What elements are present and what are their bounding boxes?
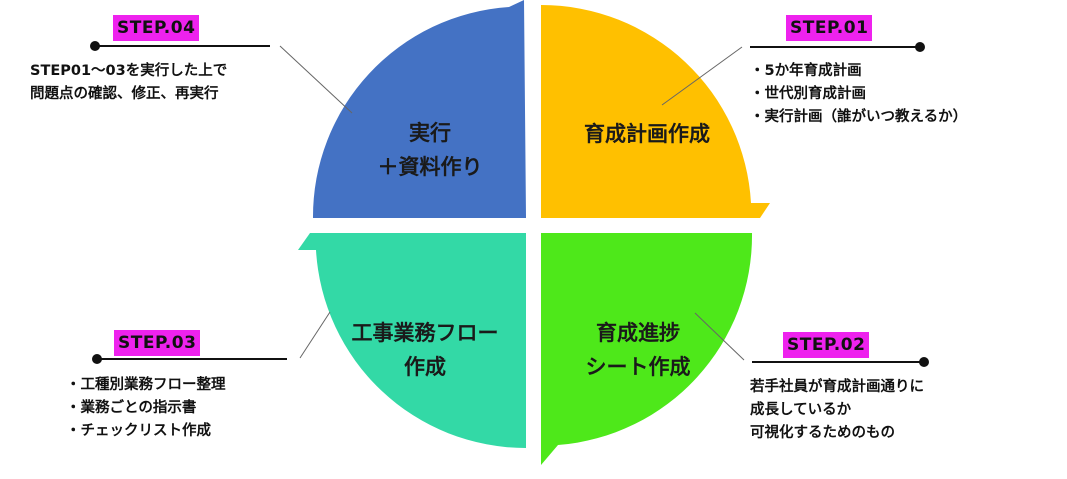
step3-dot [92, 354, 102, 364]
step4-line-1: STEP01～03を実行した上で [30, 63, 228, 79]
step2-line-2: 成長しているか [750, 402, 852, 418]
quadrant-q1-label: 育成計画作成 [552, 117, 742, 151]
quadrant-q3-label: 工事業務フロー 作成 [330, 316, 520, 384]
connector-s3-leader [299, 311, 331, 359]
quadrant-q4-line-1: 実行 [409, 121, 451, 145]
step3-description: ・工種別業務フロー整理 ・業務ごとの指示書 ・チェックリスト作成 [66, 374, 226, 443]
step3-line-3: ・チェックリスト作成 [66, 423, 211, 439]
quadrant-q3-shape [298, 233, 526, 449]
step1-description: ・5か年育成計画 ・世代別育成計画 ・実行計画（誰がいつ教えるか） [750, 60, 967, 129]
step3-line-1: ・工種別業務フロー整理 [66, 377, 226, 393]
step4-badge: STEP.04 [113, 15, 200, 41]
step2-description: 若手社員が育成計画通りに 成長しているか 可視化するためのもの [750, 376, 924, 445]
step2-line-3: 可視化するためのもの [750, 425, 895, 441]
quadrant-q4-line-2: ＋資料作り [377, 155, 483, 179]
step2-badge: STEP.02 [783, 332, 870, 358]
step3-line-2: ・業務ごとの指示書 [66, 400, 197, 416]
connector-s1-leader [661, 46, 743, 106]
step2-dot [919, 357, 929, 367]
quadrant-q1-line-1: 育成計画作成 [584, 122, 710, 146]
step1-line-3: ・実行計画（誰がいつ教えるか） [750, 109, 968, 125]
step1-line-1: ・5か年育成計画 [750, 63, 862, 79]
quadrant-q3-line-2: 作成 [404, 355, 446, 379]
quadrant-q4-label: 実行 ＋資料作り [340, 116, 520, 184]
step2-line-1: 若手社員が育成計画通りに [750, 379, 924, 395]
step1-line-2: ・世代別育成計画 [750, 86, 866, 102]
step1-badge: STEP.01 [786, 15, 873, 41]
step4-line-2: 問題点の確認、修正、再実行 [30, 86, 219, 102]
connector-s4-leader [279, 45, 353, 114]
step1-dot [915, 42, 925, 52]
quadrant-q2-line-1: 育成進捗 [596, 321, 680, 345]
step3-badge: STEP.03 [114, 330, 201, 356]
quadrant-q4-shape [312, 0, 526, 218]
step4-description: STEP01～03を実行した上で 問題点の確認、修正、再実行 [30, 60, 227, 106]
connector-s2-leader [694, 312, 745, 361]
quadrant-q2-line-2: シート作成 [585, 355, 691, 379]
quadrant-q1-shape [541, 4, 770, 218]
quadrant-q3-line-1: 工事業務フロー [351, 321, 499, 345]
quadrant-q2-shape [541, 233, 753, 465]
step4-dot [90, 41, 100, 51]
quadrant-q2-label: 育成進捗 シート作成 [548, 316, 728, 384]
